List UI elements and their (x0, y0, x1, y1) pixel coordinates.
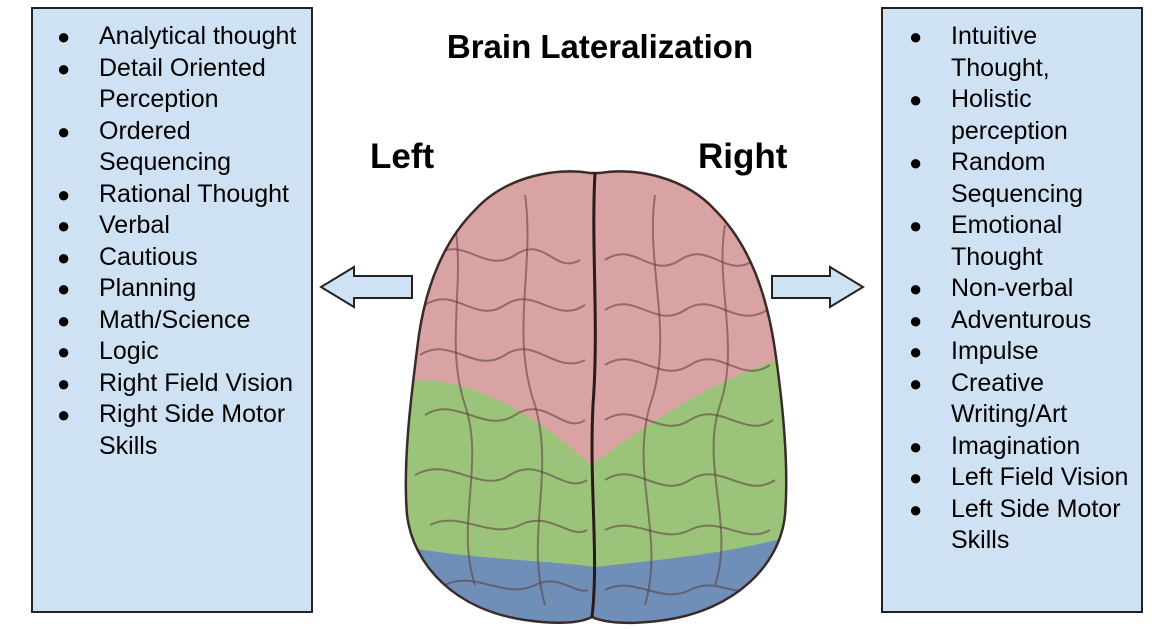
list-item: ●Logic (33, 336, 311, 368)
bullet-icon: ● (909, 213, 923, 238)
right-hemisphere-label: Right (698, 137, 788, 176)
bullet-icon: ● (57, 118, 71, 144)
bullet-icon: ● (57, 307, 71, 333)
list-item: ●Non-verbal (883, 273, 1141, 305)
bullet-icon: ● (909, 433, 923, 459)
brain-illustration (404, 170, 788, 625)
list-item: ●Impulse (883, 336, 1141, 368)
list-item: ●Right Field Vision (33, 368, 311, 400)
bullet-icon: ● (909, 370, 923, 396)
bullet-icon: ● (909, 339, 923, 364)
list-item: ●Left Side Motor Skills (909, 494, 1121, 555)
bullet-icon: ● (909, 307, 923, 333)
left-hemisphere-panel: ●Analytical thought ●Detail Oriented Per… (31, 7, 313, 613)
list-item: ●Rational Thought (33, 179, 311, 211)
left-arrow-icon (319, 265, 413, 309)
right-hemisphere-list: ●Intuitive Thought, ●Holistic perception… (883, 21, 1141, 557)
list-item: ●Adventurous (883, 305, 1141, 337)
list-item: ●Ordered Sequencing (57, 116, 232, 177)
list-item: ●Analytical thought (33, 21, 311, 53)
list-item: ●Right Side Motor Skills (57, 400, 286, 460)
list-item: ●Imagination (883, 431, 1141, 463)
list-item: ●Creative Writing/Art (909, 368, 1068, 429)
bullet-icon: ● (909, 465, 923, 490)
bullet-icon: ● (57, 402, 71, 427)
list-item: ●Holistic perception (909, 85, 1068, 145)
bullet-icon: ● (909, 24, 923, 49)
list-item: ●Cautious (33, 242, 311, 274)
list-item: ●Verbal (33, 210, 311, 242)
brain-outline (404, 170, 788, 625)
bullet-icon: ● (57, 55, 71, 81)
bullet-icon: ● (909, 150, 923, 175)
list-item: ●Left Field Vision (883, 462, 1141, 494)
bullet-icon: ● (909, 276, 923, 301)
bullet-icon: ● (57, 276, 71, 301)
bullet-icon: ● (909, 87, 923, 112)
list-item: ●Intuitive Thought, (909, 22, 1050, 82)
bullet-icon: ● (57, 213, 71, 238)
bullet-icon: ● (57, 339, 71, 364)
bullet-icon: ● (57, 24, 71, 49)
list-item: ●Random Sequencing (909, 148, 1084, 208)
list-item: ●Planning (33, 273, 311, 305)
bullet-icon: ● (57, 244, 71, 270)
longitudinal-fissure (590, 172, 597, 618)
list-item: ●Math/Science (33, 305, 311, 337)
page-title: Brain Lateralization (446, 28, 754, 65)
right-arrow-icon (771, 265, 865, 309)
right-hemisphere-panel: ●Intuitive Thought, ●Holistic perception… (881, 7, 1143, 613)
list-item: ●Detail Oriented Perception (57, 53, 266, 114)
bullet-icon: ● (57, 370, 71, 396)
bullet-icon: ● (909, 496, 923, 522)
bullet-icon: ● (57, 181, 71, 207)
left-hemisphere-list: ●Analytical thought ●Detail Oriented Per… (33, 21, 311, 462)
left-hemisphere-label: Left (370, 137, 435, 176)
list-item: ●Emotional Thought (909, 211, 1063, 271)
